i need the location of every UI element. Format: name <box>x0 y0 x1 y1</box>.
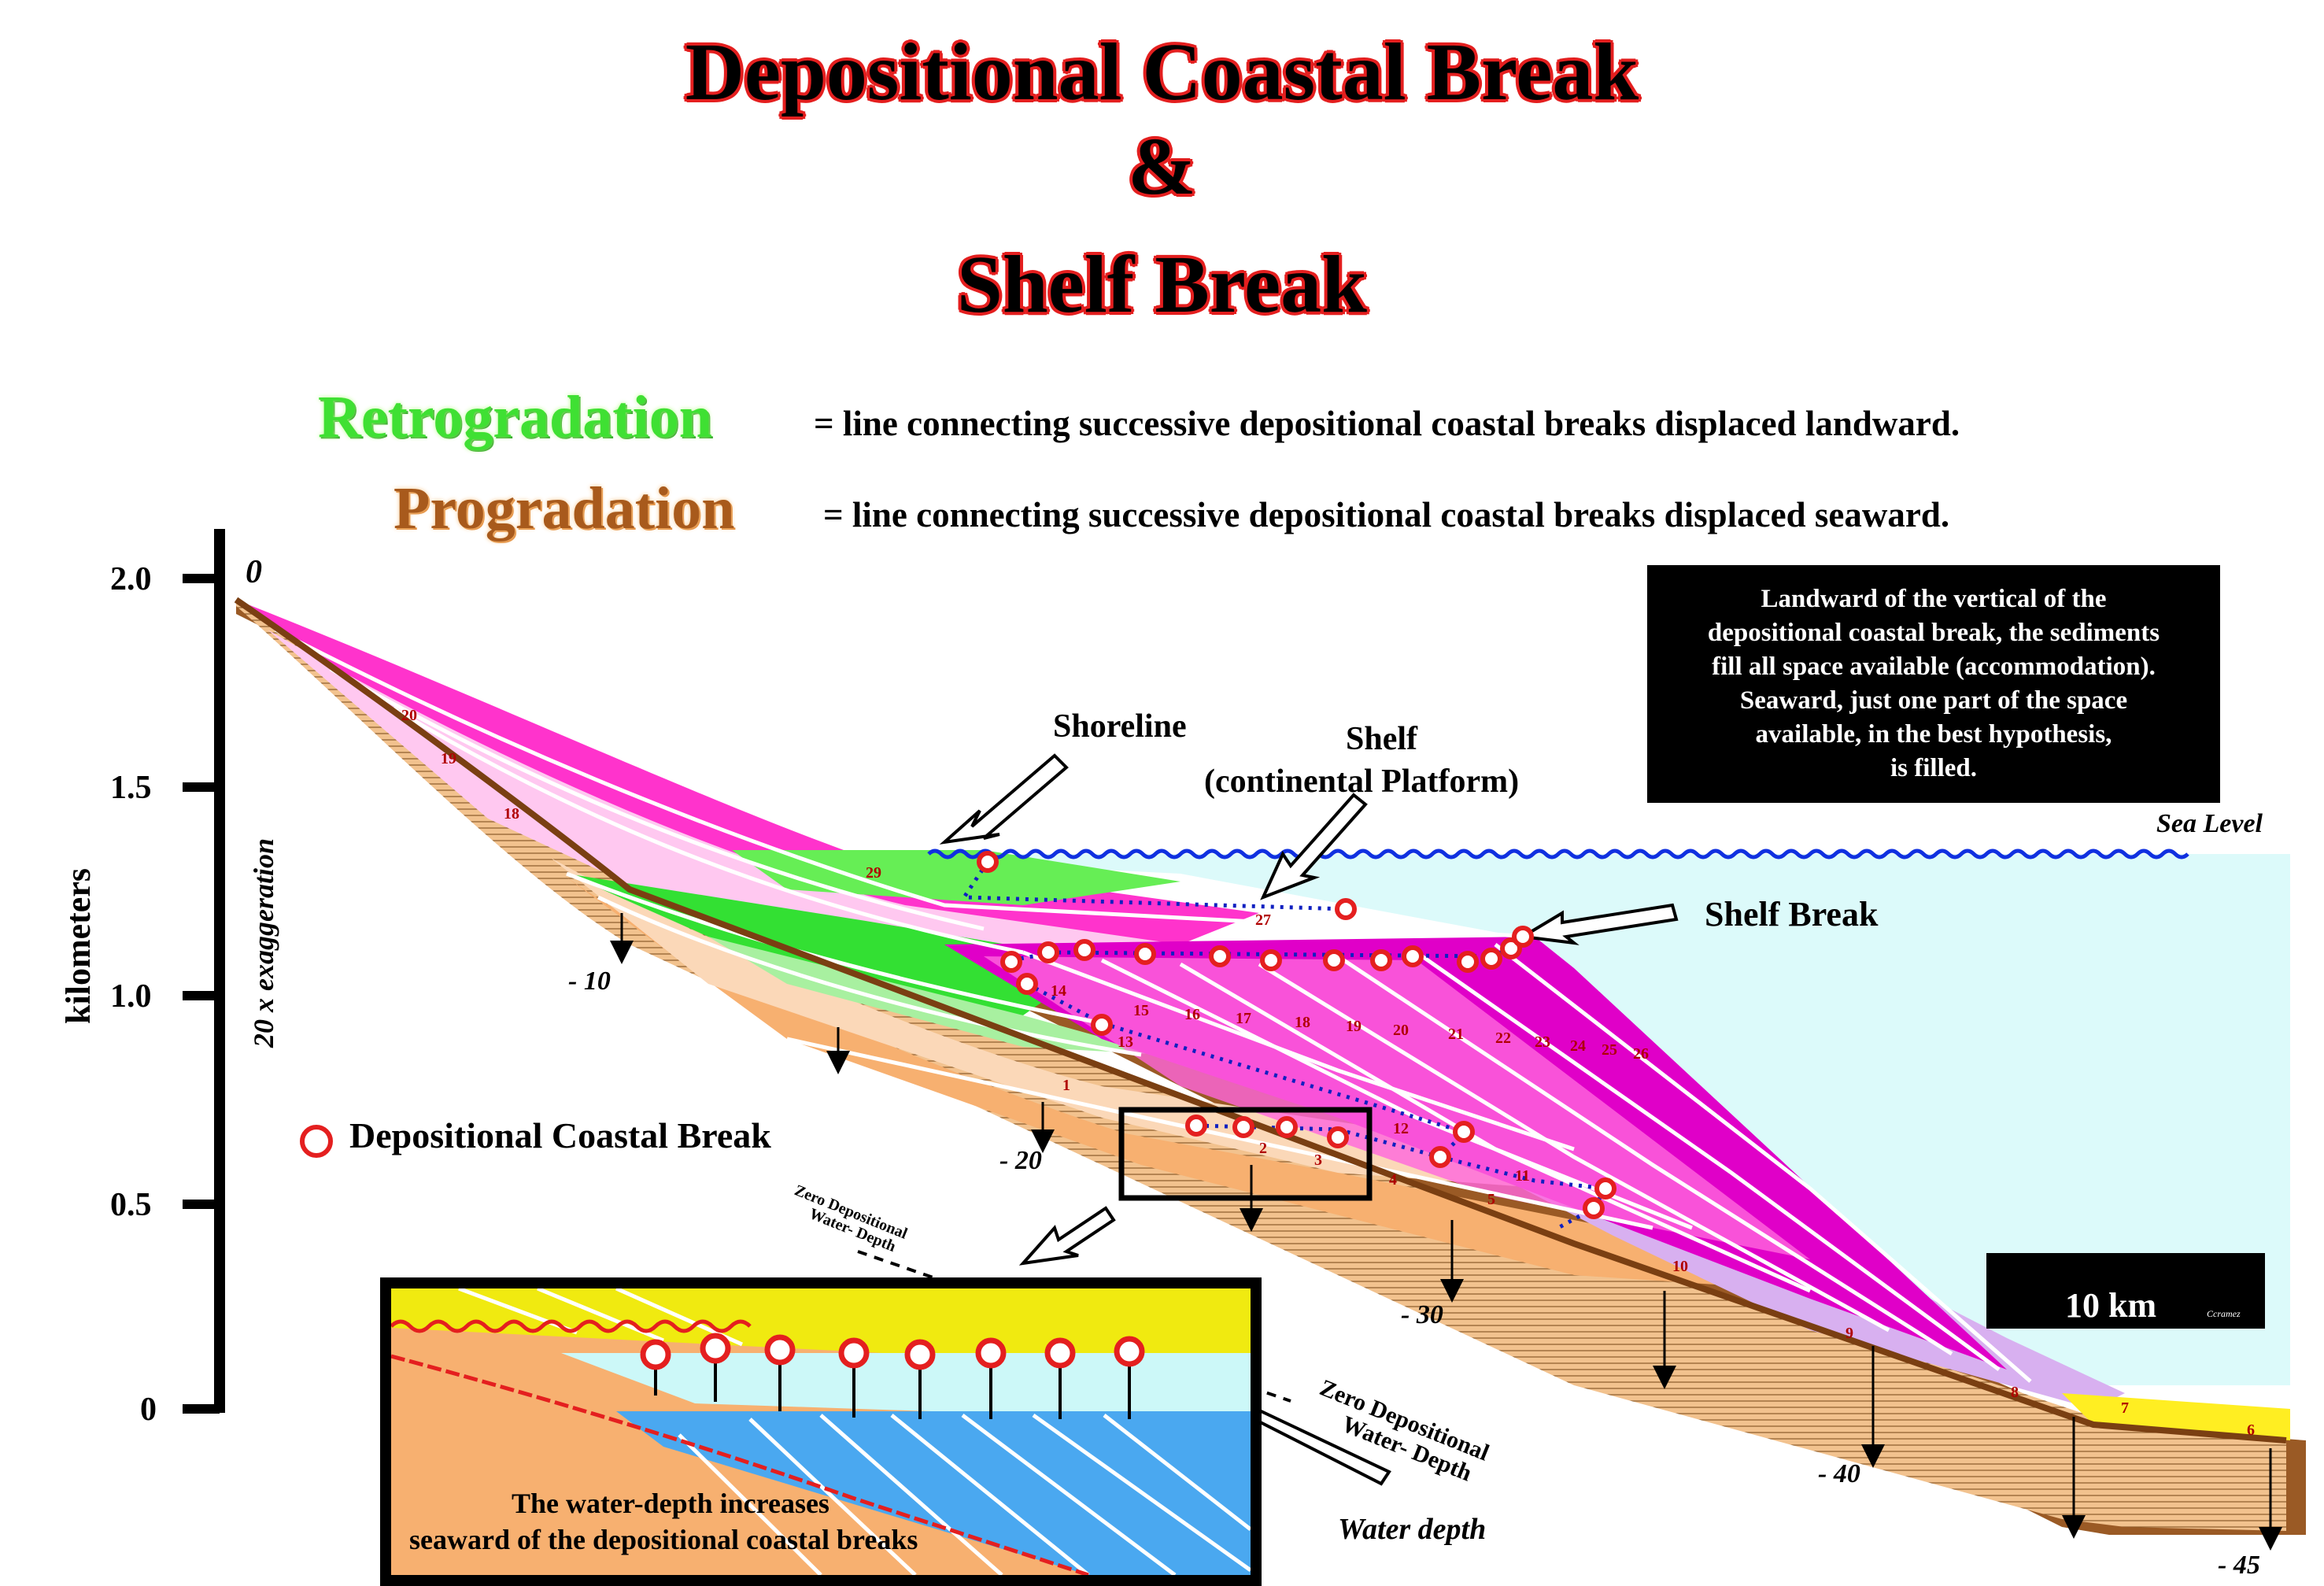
layer-num-14: 14 <box>1051 982 1066 1000</box>
depth-minus-45: - 45 <box>2218 1551 2260 1580</box>
layer-num-17: 17 <box>1236 1010 1251 1027</box>
layer-num-12: 12 <box>1393 1120 1409 1137</box>
progradation-text: = line connecting successive depositiona… <box>823 495 1950 534</box>
inset-caption-line1: The water-depth increases <box>512 1488 829 1519</box>
depth-minus-10: - 10 <box>568 967 611 996</box>
info-line-3: fill all space available (accommodation)… <box>1712 653 2156 681</box>
progradation-word: Progradation <box>393 475 735 542</box>
layer-num-10: 10 <box>1672 1258 1688 1275</box>
layer-num-22: 22 <box>1495 1030 1511 1047</box>
layer-num-23: 23 <box>1535 1033 1550 1051</box>
stratal-lines <box>274 627 2032 1383</box>
title-line2: & <box>1128 121 1196 212</box>
layer-num-16: 16 <box>1184 1006 1200 1023</box>
exaggeration-label: 20 x exaggeration <box>248 838 279 1048</box>
layer-num-19-upper: 19 <box>441 750 456 767</box>
layer-num-18: 18 <box>1295 1014 1310 1031</box>
layer-num-18-upper: 18 <box>504 805 519 823</box>
shelf-label-line1: Shelf <box>1346 721 1418 757</box>
depth-minus-40: - 40 <box>1818 1459 1860 1488</box>
layer-num-20: 20 <box>1393 1022 1409 1039</box>
depth-0: 0 <box>246 554 262 590</box>
layer-num-20-upper: 20 <box>401 707 417 724</box>
info-line-2: depositional coastal break, the sediment… <box>1707 619 2160 647</box>
sea-water <box>787 854 2290 1385</box>
title-line1: Depositional Coastal Break <box>685 27 1639 117</box>
layer-num-26: 26 <box>1633 1045 1649 1063</box>
info-line-6: is filled. <box>1890 754 1977 782</box>
retrogradation-word: Retrogradation <box>318 384 712 450</box>
layer-num-5: 5 <box>1487 1191 1495 1208</box>
axis-tick-0.5: 0.5 <box>110 1187 152 1223</box>
info-line-5: available, in the best hypothesis, <box>1755 720 2112 749</box>
inset-cyan-water <box>561 1353 1251 1411</box>
inset-red-wavy-lower <box>391 1354 1089 1575</box>
sea-level-label: Sea Level <box>2156 809 2263 838</box>
water-depth-label: Water depth <box>1338 1513 1487 1546</box>
depth-minus-20: - 20 <box>999 1146 1042 1175</box>
layer-num-2: 2 <box>1259 1140 1267 1157</box>
layer-num-1: 1 <box>1062 1077 1070 1094</box>
layer-num-21: 21 <box>1448 1026 1464 1043</box>
inset-highlight-box <box>1118 1107 1373 1201</box>
info-line-4: Seaward, just one part of the space <box>1739 686 2128 715</box>
sea-level-line <box>927 848 2189 860</box>
layer-num-6: 6 <box>2247 1421 2255 1439</box>
depth-arrows <box>610 913 2282 1551</box>
inset-diagram <box>380 1277 1262 1586</box>
shoreline-label: Shoreline <box>1053 708 1187 745</box>
info-line-1: Landward of the vertical of the <box>1761 585 2107 613</box>
layer-num-4: 4 <box>1389 1171 1397 1189</box>
dcb-legend-label: Depositional Coastal Break <box>349 1115 771 1155</box>
axis-tick-2.0: 2.0 <box>110 561 152 597</box>
vertical-axis <box>183 529 225 1414</box>
layer-num-24: 24 <box>1570 1037 1586 1055</box>
retrogradation-text: = line connecting successive depositiona… <box>814 404 1960 443</box>
dcb-legend-marker <box>300 1125 333 1158</box>
inset-yellow-layer <box>391 1288 1251 1372</box>
layer-num-25: 25 <box>1602 1041 1617 1059</box>
depositional-coastal-break-markers <box>977 851 1616 1219</box>
layer-num-13: 13 <box>1118 1033 1133 1051</box>
axis-tick-1.5: 1.5 <box>110 770 152 806</box>
layer-number-labels: 1 2 3 4 5 6 7 8 9 10 11 12 13 14 15 16 1… <box>401 707 2255 1439</box>
axis-tick-1.0: 1.0 <box>110 978 152 1015</box>
layer-num-11: 11 <box>1515 1167 1530 1185</box>
layer-num-8: 8 <box>2011 1384 2019 1401</box>
layer-num-27: 27 <box>1255 911 1271 929</box>
info-box: Landward of the vertical of the depositi… <box>1647 565 2220 803</box>
inset-caption-line2: seaward of the depositional coastal brea… <box>409 1524 918 1555</box>
layer-num-19: 19 <box>1346 1018 1362 1035</box>
shelf-break-label: Shelf Break <box>1705 895 1879 933</box>
layer-num-29: 29 <box>866 864 881 882</box>
scale-bar: 10 km Ccramez <box>1986 1253 2265 1329</box>
inset-red-wavy-upper <box>391 1319 752 1333</box>
inset-depth-sticks <box>654 1356 1131 1419</box>
inset-break-markers <box>640 1333 1145 1370</box>
layer-num-9: 9 <box>1846 1325 1853 1342</box>
title-line3: Shelf Break <box>956 239 1367 330</box>
scale-bar-label: 10 km <box>2065 1286 2157 1325</box>
axis-label: kilometers <box>59 868 98 1024</box>
axis-tick-0: 0 <box>140 1392 157 1428</box>
layer-num-15: 15 <box>1133 1002 1149 1019</box>
layer-num-3: 3 <box>1314 1152 1322 1169</box>
inset-blue-layer <box>616 1411 1251 1575</box>
layer-num-7: 7 <box>2121 1399 2129 1417</box>
scale-bar-credit: Ccramez <box>2207 1308 2241 1319</box>
depth-minus-30: - 30 <box>1401 1300 1443 1329</box>
hatched-layer <box>236 600 2286 1531</box>
green-layers <box>567 874 1102 1015</box>
shelf-label-line2: (continental Platform) <box>1204 763 1520 800</box>
